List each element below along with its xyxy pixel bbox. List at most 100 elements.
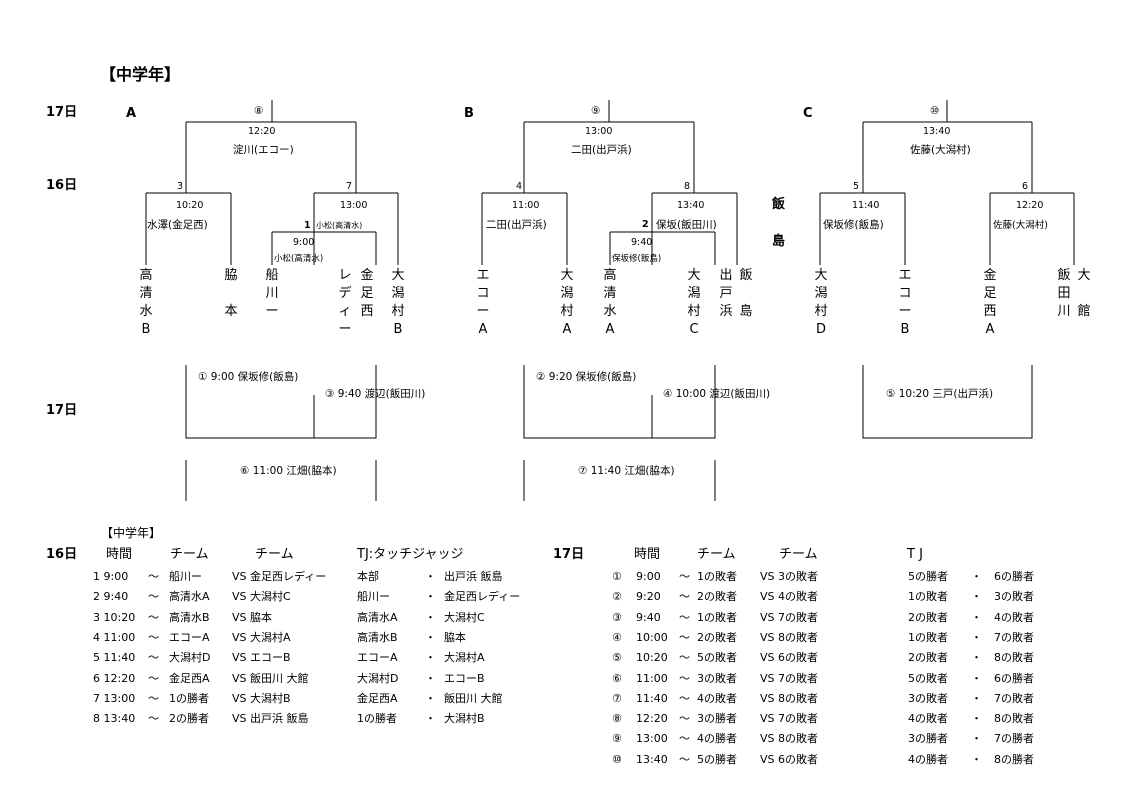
referee: 二田(出戸浜) [486, 219, 547, 231]
schedule-title: 【中学年】 [101, 526, 162, 540]
team-name-char: 村 [560, 304, 574, 319]
col-header-time: 時間 [634, 547, 661, 562]
schedule-17-cell: 10:20 [636, 651, 668, 665]
schedule-17-cell: 〜 [679, 732, 690, 746]
schedule-16-cell: 〜 [148, 590, 159, 604]
team-name-char [738, 285, 754, 303]
schedule-17-cell: 〜 [679, 752, 690, 766]
schedule-16-cell: 大潟村D [169, 651, 211, 665]
schedule-16-cell: 脇本 [444, 630, 466, 644]
schedule-16-cell: VS 金足西レディー [232, 570, 327, 583]
schedule-17-cell: 4の敗者 [994, 610, 1034, 624]
schedule-16-cell: 大潟村B [444, 712, 485, 726]
team-name-char [359, 321, 375, 339]
schedule-17-cell: 〜 [679, 610, 690, 624]
team-name-char: 館 [1077, 304, 1091, 319]
team-name: 飯田川 [1056, 267, 1072, 339]
team-name-char: 浜 [719, 304, 733, 319]
day-label-17: 17日 [46, 105, 78, 120]
schedule-17-cell: ・ [971, 610, 982, 624]
schedule-17-cell: VS 6の敗者 [760, 651, 819, 665]
game-time: 9:40 [631, 237, 653, 248]
schedule-16-cell: 2 9:40 [93, 590, 129, 604]
team-name-char: 脇 [224, 268, 238, 283]
schedule-17-cell: 3の勝者 [908, 732, 948, 746]
consolation-game: ⑤ 10:20 三戸(出戸浜) [886, 388, 994, 400]
schedule-16-cell: VS 脇本 [232, 610, 273, 624]
schedule-17-cell: VS 8の敗者 [760, 732, 819, 746]
schedule-16-cell: 〜 [148, 630, 159, 644]
game-number: 7 [346, 181, 353, 192]
game-time: 12:20 [1016, 200, 1044, 211]
referee: 小松(高清水) [316, 221, 363, 230]
game-time: 13:40 [677, 200, 705, 211]
schedule-17-cell: 5の勝者 [697, 752, 737, 766]
schedule-17-cell: ① [612, 570, 622, 583]
team-name-char: コ [898, 286, 912, 301]
game-time: 13:40 [923, 126, 951, 137]
team-name-char [1056, 321, 1072, 339]
game-number: 8 [684, 181, 691, 192]
schedule-16-cell: 高清水B [357, 630, 398, 644]
schedule-17-cell: ⑥ [612, 671, 622, 685]
team-name-char: ー [338, 322, 352, 337]
team-name: 船川ー [264, 267, 280, 339]
team-name-char: デ [338, 286, 352, 301]
schedule-17-cell: ⑤ [612, 651, 622, 665]
schedule-17-cell: 〜 [679, 590, 690, 604]
schedule-16-cell: 高清水B [169, 610, 210, 624]
schedule-16-cell: 飯田川 大館 [444, 691, 503, 705]
schedule-16-cell: 2の勝者 [169, 712, 209, 726]
team-name-char: 西 [983, 304, 997, 319]
team-name: 金足西 [359, 267, 375, 339]
schedule-17-cell: 11:40 [636, 691, 668, 705]
schedule-17-cell: 8の勝者 [994, 752, 1034, 766]
schedule-17-cell: 6の勝者 [994, 570, 1034, 583]
schedule-16-cell: ・ [425, 691, 436, 705]
team-name-char: 高 [603, 268, 617, 283]
team-name-char: 本 [224, 304, 238, 319]
schedule-16-cell: 7 13:00 [93, 691, 136, 705]
schedule-17-cell: 4の敗者 [697, 691, 737, 705]
team-name-char: コ [476, 286, 490, 301]
game-number: 2 [642, 219, 649, 230]
schedule-17-cell: 7の敗者 [994, 691, 1034, 705]
page-title: 【中学年】 [100, 65, 181, 84]
team-name-char: C [689, 322, 699, 337]
schedule-17-cell: 〜 [679, 691, 690, 705]
team-name-char: 田 [1057, 286, 1071, 301]
schedule-17-cell: 5の敗者 [697, 651, 737, 665]
schedule-16-cell: 6 12:20 [93, 671, 136, 685]
schedule-17-cell: 3の敗者 [994, 590, 1034, 604]
game-number: ⑩ [930, 105, 940, 117]
schedule-16-cell: ・ [425, 610, 436, 624]
team-name-char: 村 [687, 304, 701, 319]
schedule-17-cell: 1の敗者 [908, 590, 948, 604]
schedule-16-cell: 8 13:40 [93, 712, 136, 726]
team-name-char: 足 [360, 286, 374, 301]
consolation-game: ⑥ 11:00 江畑(脇本) [240, 465, 337, 477]
team-name-char: 高 [139, 268, 153, 283]
schedule-17-cell: 9:00 [636, 570, 661, 583]
schedule-17-cell: 1の敗者 [697, 610, 737, 624]
schedule-17-cell: 10:00 [636, 630, 668, 644]
team-name-char: 清 [139, 286, 153, 301]
schedule-17-cell: 13:40 [636, 752, 668, 766]
game-time: 10:20 [176, 200, 204, 211]
schedule-17-cell: ・ [971, 570, 982, 583]
schedule-16-cell: 1 9:00 [93, 570, 129, 583]
schedule-17-cell: 6の勝者 [994, 671, 1034, 685]
team-name-char: 潟 [560, 286, 574, 301]
schedule-17-cell: ⑩ [612, 752, 622, 766]
team-name-char: 大 [687, 268, 701, 283]
schedule-17-cell: ⑨ [612, 732, 622, 746]
schedule-16-cell: 船川ー [357, 590, 390, 604]
team-name-char: 大 [1077, 268, 1091, 283]
schedule-17-cell: 11:00 [636, 671, 668, 685]
col-header-tj: TJ:タッチジャッジ [357, 547, 464, 562]
schedule-17-cell: ・ [971, 630, 982, 644]
